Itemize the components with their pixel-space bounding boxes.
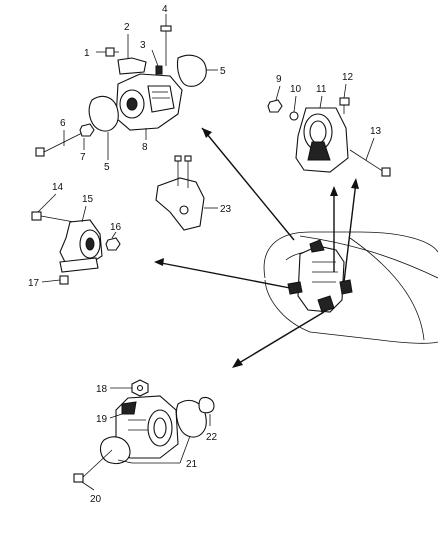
callout-14: 14: [52, 182, 64, 193]
callout-7: 7: [80, 152, 86, 163]
callout-11: 11: [316, 84, 327, 95]
callout-10: 10: [290, 84, 302, 95]
callout-22: 22: [206, 432, 218, 443]
bolt-part-1: [105, 47, 119, 57]
bolt-part-3: [155, 65, 163, 75]
leader-lines: [37, 14, 375, 491]
callout-1: 1: [84, 48, 90, 59]
vehicle-body: [263, 231, 438, 344]
nut-part-9: [267, 99, 283, 113]
callout-15: 15: [82, 194, 94, 205]
bushing-part-22: [198, 396, 215, 414]
bolt-part-14: [31, 211, 75, 223]
callout-5-right: 5: [220, 66, 226, 77]
bracket-part-2: [117, 57, 147, 75]
bolt-part-12: [339, 97, 350, 114]
mount-part-15: [59, 219, 103, 273]
plate-part-21-right: [175, 400, 207, 438]
arrows: [154, 127, 359, 368]
mount-assembly-rear: [73, 379, 215, 483]
bolt-part-17: [59, 275, 69, 285]
bolt-part-20: [73, 449, 113, 483]
callout-13: 13: [370, 126, 382, 137]
callout-19: 19: [96, 414, 108, 425]
bolt-part-6: [35, 131, 85, 157]
callout-17: 17: [28, 278, 40, 289]
callout-8: 8: [142, 142, 148, 153]
mount-assembly-right: [267, 97, 391, 177]
callout-18: 18: [96, 384, 108, 395]
nut-part-7: [79, 123, 95, 137]
callout-9: 9: [276, 74, 282, 85]
mount-assembly-front: [35, 25, 207, 157]
callout-21: 21: [186, 459, 198, 470]
mount-part-11: [295, 107, 349, 173]
callout-16: 16: [110, 222, 122, 233]
callout-6: 6: [60, 118, 66, 129]
callout-3: 3: [140, 40, 146, 51]
callouts: 1 2 3 4 5 5 6 7 8 9 10 11 12 13 14 15 16…: [28, 4, 382, 505]
bracket-part-23: [155, 155, 205, 231]
nut-part-10: [289, 111, 299, 121]
callout-23: 23: [220, 204, 232, 215]
mount-part-8: [115, 73, 183, 131]
engine-block: [287, 239, 353, 313]
callout-4: 4: [162, 4, 168, 15]
callout-2: 2: [124, 22, 130, 33]
nut-part-16: [105, 237, 121, 251]
callout-20: 20: [90, 494, 102, 505]
mount-assembly-left: [31, 211, 121, 285]
bolt-part-13: [349, 149, 391, 177]
callout-5-left: 5: [104, 162, 110, 173]
plate-part-5-left: [88, 95, 119, 132]
bolt-part-4: [160, 25, 172, 66]
plate-part-5-right: [176, 54, 207, 87]
plate-part-21-left: [99, 436, 131, 465]
callout-12: 12: [342, 72, 354, 83]
